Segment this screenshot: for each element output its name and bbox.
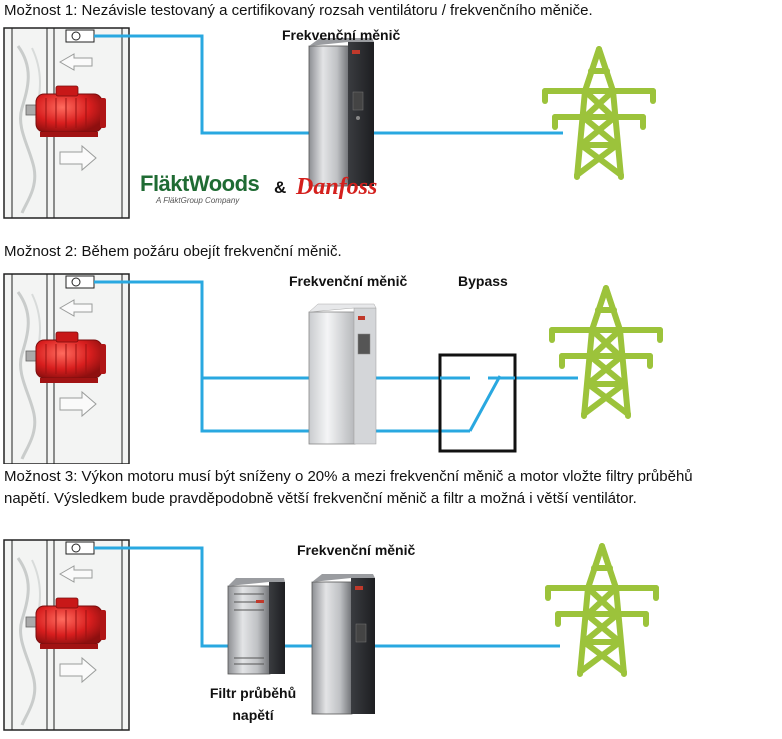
option-3-caption: Možnost 3: Výkon motoru musí být sníženy… (4, 468, 693, 507)
option-1-caption: Možnost 1: Nezávisle testovaný a certifi… (4, 2, 593, 19)
option-3-drive-label: Frekvenční měnič (297, 542, 416, 558)
fan-housing-icon (2, 26, 131, 220)
cable-motor-to-drive (94, 280, 316, 380)
logo-ampersand: & (274, 178, 287, 197)
filter-icon (227, 578, 285, 675)
bypass-label: Bypass (458, 273, 508, 289)
danfoss-logo: Danfoss (296, 174, 378, 200)
option-2-drive-label: Frekvenční měnič (289, 273, 408, 289)
flaktwoods-subtitle: A FläktGroup Company (156, 196, 240, 205)
bypass-switch-icon (438, 353, 517, 453)
filter-label: Filtr průběhů napětí (209, 685, 297, 723)
cable-motor-to-drive (94, 34, 316, 135)
option-2-caption: Možnost 2: Během požáru obejít frekvenčn… (4, 243, 342, 260)
drive-icon (311, 574, 375, 715)
cable-motor-to-filter (94, 546, 235, 648)
drive-icon (308, 38, 374, 187)
pylon-icon (552, 288, 660, 416)
flaktwoods-wordmark: FläktWoods (140, 171, 260, 196)
fan-housing-icon (2, 272, 131, 464)
option-2-diagram (2, 272, 782, 464)
pylon-icon (545, 49, 653, 177)
pylon-icon (548, 546, 656, 674)
fan-housing-icon (2, 538, 131, 732)
option-1-diagram (2, 26, 782, 220)
option-3-diagram (2, 538, 782, 732)
option-1-drive-label: Frekvenční měnič (282, 27, 401, 43)
cable-bypass-line (200, 378, 470, 433)
drive-icon (308, 303, 377, 445)
flaktwoods-logo: FläktWoods A FläktGroup Company (140, 172, 270, 216)
